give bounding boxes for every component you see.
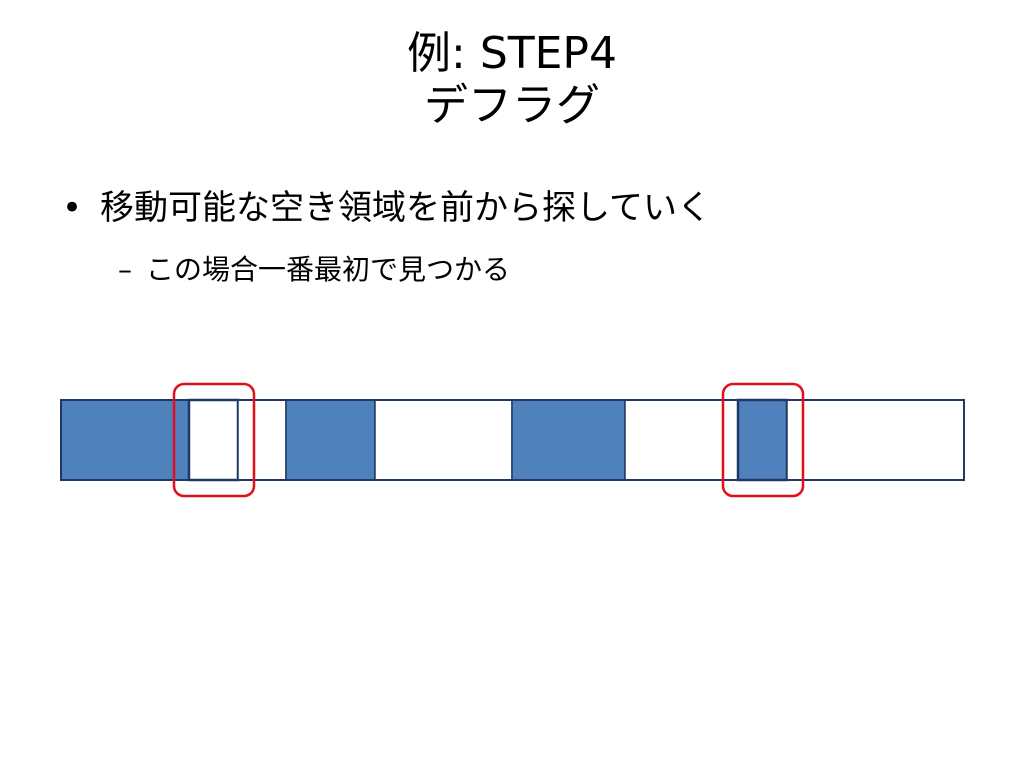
bullet-level-1: • 移動可能な空き領域を前から探していく (62, 186, 711, 230)
highlight-marker (721, 382, 805, 498)
bullet-level-2: –この場合一番最初で見つかる (118, 252, 510, 288)
used-block (60, 399, 190, 481)
highlight-layer (172, 382, 805, 498)
sub-bullet-text: この場合一番最初で見つかる (146, 253, 511, 286)
free-block (237, 399, 287, 481)
bullet-dot: • (62, 188, 83, 228)
used-block (285, 399, 376, 481)
blocks-layer (60, 398, 965, 482)
free-block (624, 399, 739, 481)
bullet-text: 移動可能な空き領域を前から探していく (100, 188, 711, 228)
highlight-marker (172, 382, 256, 498)
free-block (786, 399, 965, 481)
disk-strip-outline (60, 399, 965, 481)
free-block (374, 399, 513, 481)
title-line-1: 例: STEP4 (407, 28, 617, 79)
used-block (511, 399, 626, 481)
used-block (736, 398, 789, 482)
free-block (187, 398, 240, 482)
title-line-2: デフラグ (424, 80, 600, 131)
bullet-dash: – (118, 253, 132, 286)
slide-title: 例: STEP4 デフラグ (0, 28, 1024, 132)
